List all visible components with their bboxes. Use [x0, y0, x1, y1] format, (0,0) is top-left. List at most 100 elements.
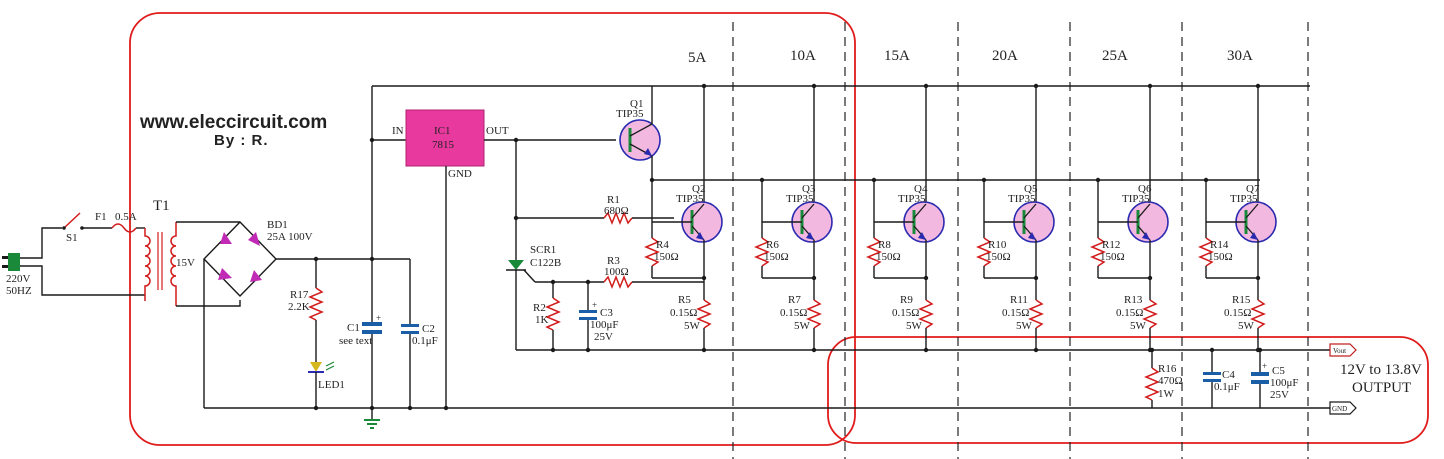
bridge-rectifier-icon	[203, 220, 277, 298]
led-icon	[310, 362, 322, 372]
transistor-label: Q6	[1138, 183, 1152, 195]
emitter-resistor-value: 0.15Ω	[1116, 307, 1143, 319]
header-25a: 25A	[1102, 48, 1128, 64]
base-resistor-value: 150Ω	[986, 251, 1011, 263]
transistor-part: TIP35	[786, 193, 814, 205]
q1-label: Q1	[630, 98, 643, 110]
svg-text:+: +	[1262, 361, 1267, 371]
transistor-label: Q3	[802, 183, 816, 195]
regulator-out-label: OUT	[486, 125, 509, 137]
bridge-label: BD1	[267, 219, 288, 231]
emitter-resistor-label: R11	[1010, 294, 1028, 306]
transistor-label: Q5	[1024, 183, 1038, 195]
c2-label: C2	[422, 323, 435, 335]
r1-resistor	[603, 210, 633, 226]
c3-capacitor: +	[579, 300, 597, 320]
transistor-label: Q7	[1246, 183, 1260, 195]
scr-icon	[506, 260, 526, 271]
author-text: By : R.	[214, 132, 269, 149]
resistor-r5	[696, 299, 712, 329]
scr-label: SCR1	[530, 244, 556, 256]
emitter-resistor-label: R13	[1124, 294, 1143, 306]
scr-part: C122B	[530, 257, 561, 269]
regulator-in-label: IN	[392, 125, 404, 137]
gnd-terminal: GND	[1329, 401, 1357, 415]
transistor-label: Q4	[914, 183, 928, 195]
emitter-resistor-value: 0.15Ω	[1224, 307, 1251, 319]
regulator-name: IC1	[434, 125, 451, 137]
bridge-rating: 25A 100V	[267, 231, 313, 243]
regulator-gnd-label: GND	[448, 168, 472, 180]
resistor-r15	[1250, 299, 1266, 329]
svg-text:Vout: Vout	[1333, 347, 1346, 355]
transistor-part: TIP35	[1008, 193, 1036, 205]
output-range: 12V to 13.8V	[1340, 362, 1422, 378]
resistor-r6	[754, 237, 770, 267]
output-label: OUTPUT	[1352, 380, 1411, 396]
base-resistor-label: R6	[766, 239, 779, 251]
resistor-r9	[918, 299, 934, 329]
base-resistor-value: 150Ω	[764, 251, 789, 263]
resistor-r10	[976, 237, 992, 267]
r3-resistor	[603, 274, 633, 290]
output-section-highlight	[827, 336, 1429, 444]
header-5a: 5A	[688, 50, 707, 66]
fuse-rating: 0.5A	[115, 211, 137, 223]
q1-transistor	[619, 119, 661, 161]
transistor-part: TIP35	[898, 193, 926, 205]
emitter-resistor-watt: 5W	[684, 320, 701, 332]
r17-resistor	[308, 287, 324, 321]
c1-capacitor: +	[362, 313, 382, 334]
switch-icon	[63, 212, 81, 229]
website-text: www.eleccircuit.com	[139, 112, 327, 133]
r1-label: R1	[607, 194, 620, 206]
transistor-q5	[1013, 201, 1055, 243]
svg-text:+: +	[376, 313, 381, 323]
r16-value: 470Ω	[1158, 375, 1183, 387]
q1-part: TIP35	[616, 108, 644, 120]
transistor-part: TIP35	[1122, 193, 1150, 205]
base-resistor-label: R10	[988, 239, 1007, 251]
emitter-resistor-value: 0.15Ω	[1002, 307, 1029, 319]
r16-watt: 1W	[1158, 388, 1175, 400]
resistor-r8	[866, 237, 882, 267]
regulator-ic	[405, 109, 485, 167]
fuse-icon	[111, 223, 137, 233]
r3-value: 100Ω	[604, 266, 629, 278]
c4-value: 0.1μF	[1214, 381, 1240, 393]
r3-label: R3	[607, 255, 620, 267]
vout-terminal: Vout	[1329, 343, 1357, 357]
c4-label: C4	[1222, 369, 1235, 381]
r2-resistor	[545, 297, 561, 331]
r2-value: 1K	[535, 314, 549, 326]
c1-label: C1	[347, 322, 360, 334]
emitter-resistor-watt: 5W	[1016, 320, 1033, 332]
base-resistor-value: 150Ω	[1208, 251, 1233, 263]
c5-label: C5	[1272, 365, 1285, 377]
svg-text:+: +	[592, 300, 597, 310]
transformer-label: T1	[153, 198, 170, 214]
emitter-resistor-watt: 5W	[1238, 320, 1255, 332]
base-resistor-label: R8	[878, 239, 891, 251]
power-section-highlight	[129, 12, 856, 446]
c5-voltage: 25V	[1270, 389, 1289, 401]
svg-text:GND: GND	[1332, 405, 1347, 413]
ground-icon	[364, 419, 380, 429]
base-resistor-value: 150Ω	[876, 251, 901, 263]
resistor-r7	[806, 299, 822, 329]
r1-value: 680Ω	[604, 205, 629, 217]
emitter-resistor-watt: 5W	[1130, 320, 1147, 332]
input-voltage: 220V	[6, 273, 31, 285]
base-resistor-label: R12	[1102, 239, 1120, 251]
c5-value: 100μF	[1270, 377, 1299, 389]
c3-value: 100μF	[590, 319, 619, 331]
header-10a: 10A	[790, 48, 816, 64]
emitter-resistor-watt: 5W	[794, 320, 811, 332]
